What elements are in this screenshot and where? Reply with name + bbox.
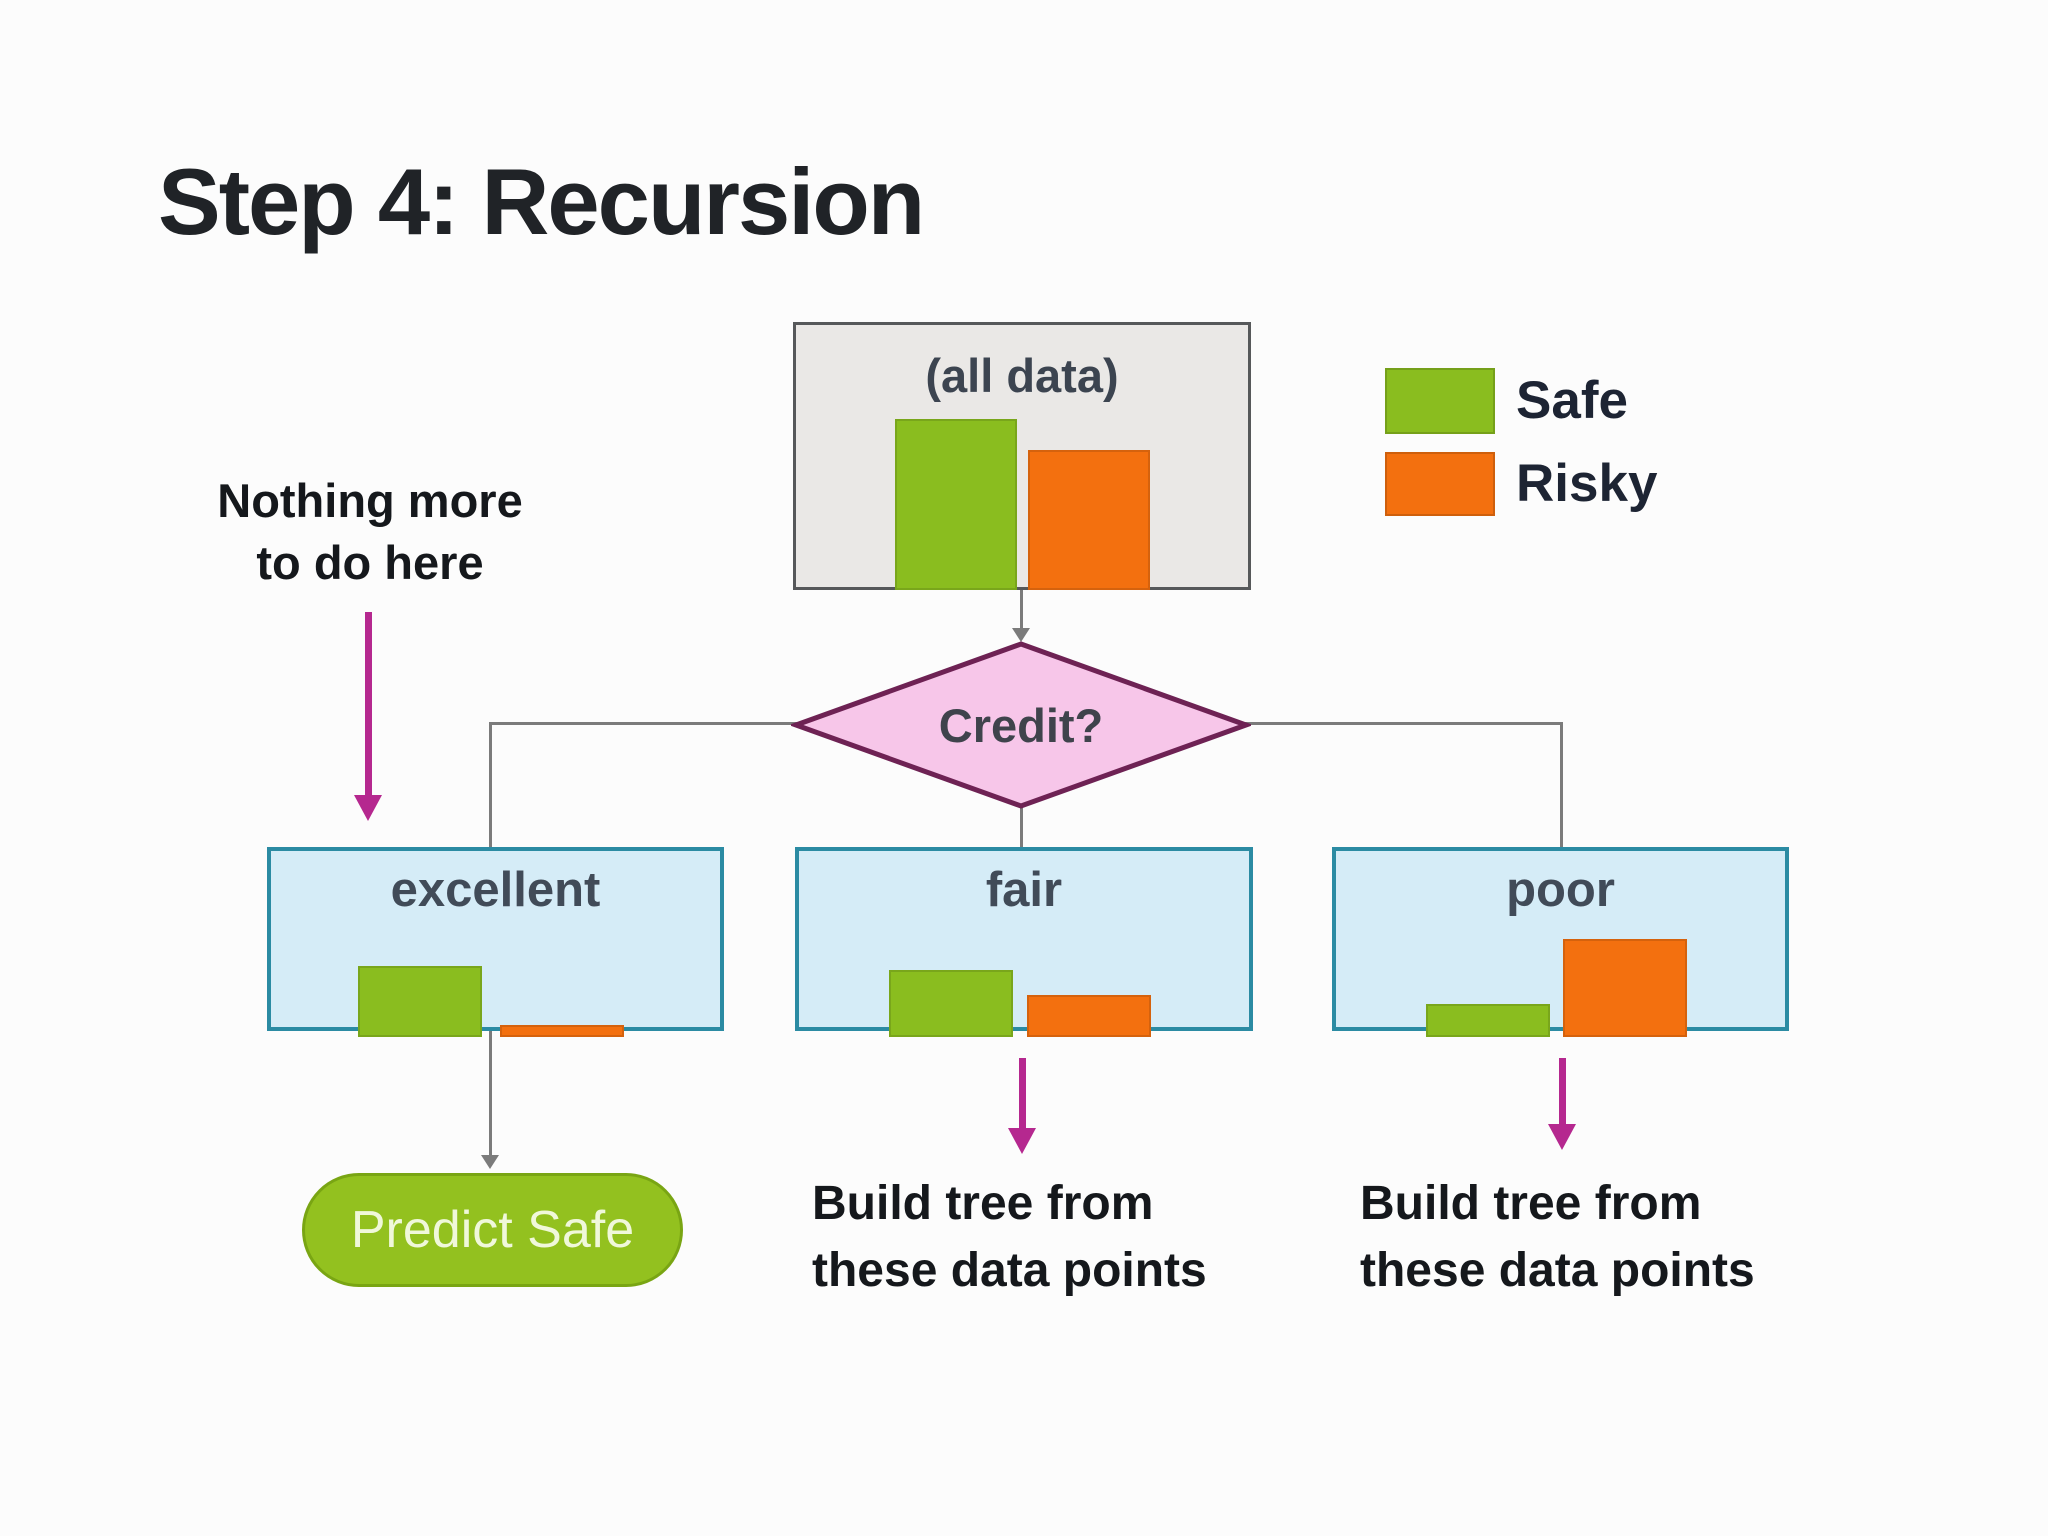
connector-left-horizontal bbox=[489, 722, 801, 725]
poor-safe-bar bbox=[1426, 1004, 1550, 1037]
decision-question: Credit? bbox=[938, 698, 1104, 752]
connector-root-arrowhead-icon bbox=[1012, 628, 1030, 642]
poor-arrow-shaft bbox=[1559, 1058, 1566, 1126]
branch-box-poor bbox=[1332, 847, 1789, 1031]
connector-center-vertical bbox=[1020, 804, 1023, 847]
branch-box-excellent bbox=[267, 847, 724, 1031]
page-title: Step 4: Recursion bbox=[158, 149, 925, 254]
branch-label-fair: fair bbox=[985, 863, 1063, 917]
legend-risky-swatch bbox=[1385, 452, 1495, 516]
build-tree-fair-line-1: Build tree from bbox=[812, 1177, 1154, 1230]
decision-diamond bbox=[791, 641, 1251, 809]
connector-right-vertical bbox=[1560, 722, 1563, 847]
connector-pill-arrowhead-icon bbox=[481, 1155, 499, 1169]
root-safe-bar bbox=[895, 419, 1017, 590]
legend-risky-label: Risky bbox=[1516, 454, 1658, 513]
connector-root-diamond bbox=[1020, 590, 1023, 630]
excellent-safe-bar bbox=[358, 966, 482, 1037]
root-node-label: (all data) bbox=[925, 349, 1119, 402]
note-line-2: to do here bbox=[256, 536, 484, 589]
note-nothing-more: Nothing more to do here bbox=[140, 470, 600, 594]
note-arrow-shaft bbox=[365, 612, 372, 797]
poor-arrow-head-icon bbox=[1548, 1124, 1576, 1150]
connector-excellent-pill bbox=[489, 1031, 492, 1157]
connector-right-horizontal bbox=[1242, 722, 1563, 725]
legend-safe-swatch bbox=[1385, 368, 1495, 434]
build-tree-fair-line-2: these data points bbox=[812, 1244, 1207, 1297]
build-tree-poor-line-1: Build tree from bbox=[1360, 1177, 1702, 1230]
build-tree-poor-line-2: these data points bbox=[1360, 1244, 1755, 1297]
fair-risky-bar bbox=[1027, 995, 1151, 1037]
branch-box-fair bbox=[795, 847, 1253, 1031]
fair-arrow-shaft bbox=[1019, 1058, 1026, 1130]
note-line-1: Nothing more bbox=[217, 474, 523, 527]
branch-label-poor: poor bbox=[1506, 863, 1615, 917]
root-node-box bbox=[793, 322, 1251, 590]
predict-safe-node: Predict Safe bbox=[302, 1173, 683, 1287]
excellent-risky-bar bbox=[500, 1025, 624, 1037]
build-tree-note-poor: Build tree from these data points bbox=[1360, 1170, 1755, 1304]
build-tree-note-fair: Build tree from these data points bbox=[812, 1170, 1207, 1304]
root-risky-bar bbox=[1028, 450, 1150, 590]
poor-risky-bar bbox=[1563, 939, 1687, 1037]
legend-safe-label: Safe bbox=[1516, 371, 1628, 430]
note-arrow-head-icon bbox=[354, 795, 382, 821]
fair-arrow-head-icon bbox=[1008, 1128, 1036, 1154]
branch-label-excellent: excellent bbox=[390, 863, 601, 917]
connector-left-vertical bbox=[489, 722, 492, 847]
fair-safe-bar bbox=[889, 970, 1013, 1037]
